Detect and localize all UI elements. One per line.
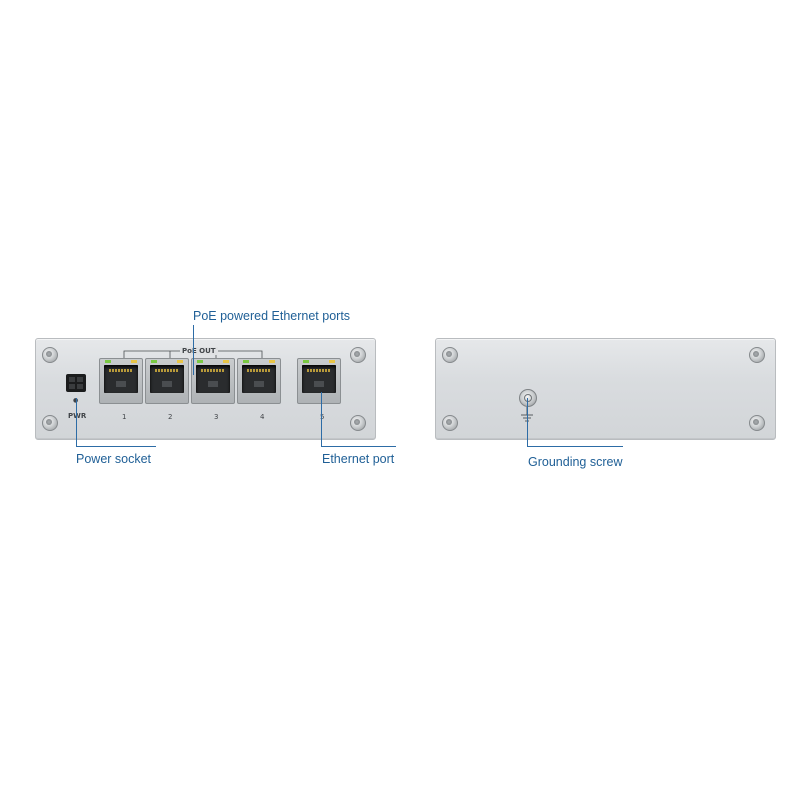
ethernet-callout-line-v [321, 392, 322, 446]
port-1-led-amber [131, 360, 137, 363]
ethernet-port-callout: Ethernet port [322, 452, 395, 466]
ethernet-port-4 [237, 358, 281, 404]
port-number-2: 2 [168, 413, 173, 421]
mounting-screw-back-tl [442, 347, 458, 363]
mounting-screw-front-tl [42, 347, 58, 363]
ethernet-port-5 [297, 358, 341, 404]
grounding-screw-callout: Grounding screw [528, 455, 623, 469]
power-socket-callout: Power socket [76, 452, 152, 466]
mounting-screw-back-br [749, 415, 765, 431]
port-number-4: 4 [260, 413, 265, 421]
poe-out-label: PoE OUT [180, 347, 218, 355]
mounting-screw-back-tr [749, 347, 765, 363]
ethernet-port-1 [99, 358, 143, 404]
mounting-screw-front-br [350, 415, 366, 431]
ground-callout-line-v [527, 398, 528, 446]
mounting-screw-back-bl [442, 415, 458, 431]
poe-ports-callout: PoE powered Ethernet ports [193, 309, 351, 323]
port-5-led-amber [329, 360, 335, 363]
port-1-led-green [105, 360, 111, 363]
port-4-led-amber [269, 360, 275, 363]
port-5-led-green [303, 360, 309, 363]
port-2-led-green [151, 360, 157, 363]
port-2-led-amber [177, 360, 183, 363]
port-number-1: 1 [122, 413, 127, 421]
ethernet-port-2 [145, 358, 189, 404]
poe-callout-line [193, 325, 194, 375]
port-4-led-green [243, 360, 249, 363]
ethernet-port-3 [191, 358, 235, 404]
port-number-3: 3 [214, 413, 219, 421]
mounting-screw-front-tr [350, 347, 366, 363]
power-callout-line-v [76, 398, 77, 446]
port-3-led-green [197, 360, 203, 363]
power-callout-line-h [76, 446, 156, 447]
port-3-led-amber [223, 360, 229, 363]
pwr-label: PWR [68, 412, 87, 420]
pwr-indicator-icon: ● [73, 397, 78, 404]
power-socket [66, 374, 86, 392]
ethernet-callout-line-h [321, 446, 396, 447]
grounding-screw [519, 389, 537, 407]
port-number-5: 5 [320, 413, 325, 421]
back-panel [435, 338, 776, 440]
mounting-screw-front-bl [42, 415, 58, 431]
ground-callout-line-h [527, 446, 623, 447]
